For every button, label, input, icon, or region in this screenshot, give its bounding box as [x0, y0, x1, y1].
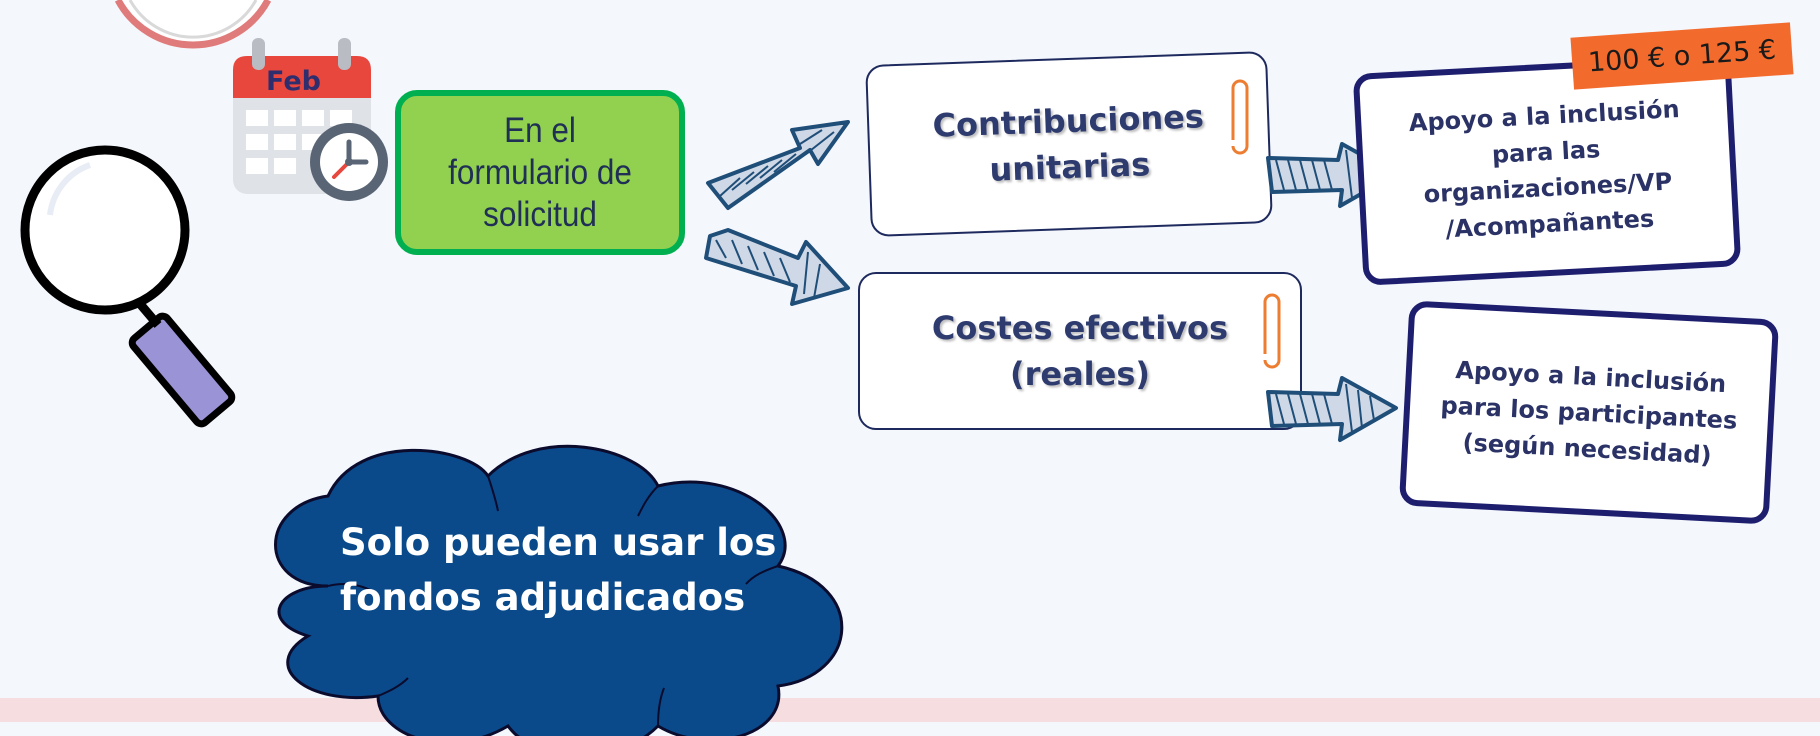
bottom-band [0, 698, 1820, 722]
magnifier-icon [20, 145, 236, 428]
clock-icon [310, 123, 388, 201]
real-costs-label: Costes efectivos (reales) [931, 309, 1229, 393]
paperclip-icon [1231, 79, 1249, 155]
support-organizations-label: Apoyo a la inclusión para las organizaci… [1408, 95, 1681, 244]
arrow-icon-down [704, 228, 850, 306]
cloud-shape [274, 444, 844, 736]
cloud-label: Solo pueden usar los fondos adjudicados [340, 521, 777, 619]
application-form-label: En el formulario de solicitud [448, 110, 632, 234]
real-costs-card: Costes efectivos (reales) [858, 272, 1302, 430]
price-tag: 100 € o 125 € [1570, 22, 1794, 90]
unit-contributions-card: Contribuciones unitarias [865, 51, 1273, 237]
price-tag-label: 100 € o 125 € [1587, 33, 1777, 79]
calendar-month: Feb [266, 66, 321, 97]
support-participants-label: Apoyo a la inclusión para los participan… [1439, 355, 1739, 469]
support-participants-card: Apoyo a la inclusión para los participan… [1398, 300, 1780, 525]
arrow-icon-right-bottom [1266, 376, 1398, 442]
arrow-icon-up [706, 120, 850, 210]
support-organizations-card: Apoyo a la inclusión para las organizaci… [1352, 54, 1742, 286]
decorative-circle [114, 0, 272, 49]
paperclip-icon [1263, 293, 1281, 369]
unit-contributions-label: Contribuciones unitarias [931, 97, 1205, 189]
application-form-box: En el formulario de solicitud [395, 90, 685, 255]
